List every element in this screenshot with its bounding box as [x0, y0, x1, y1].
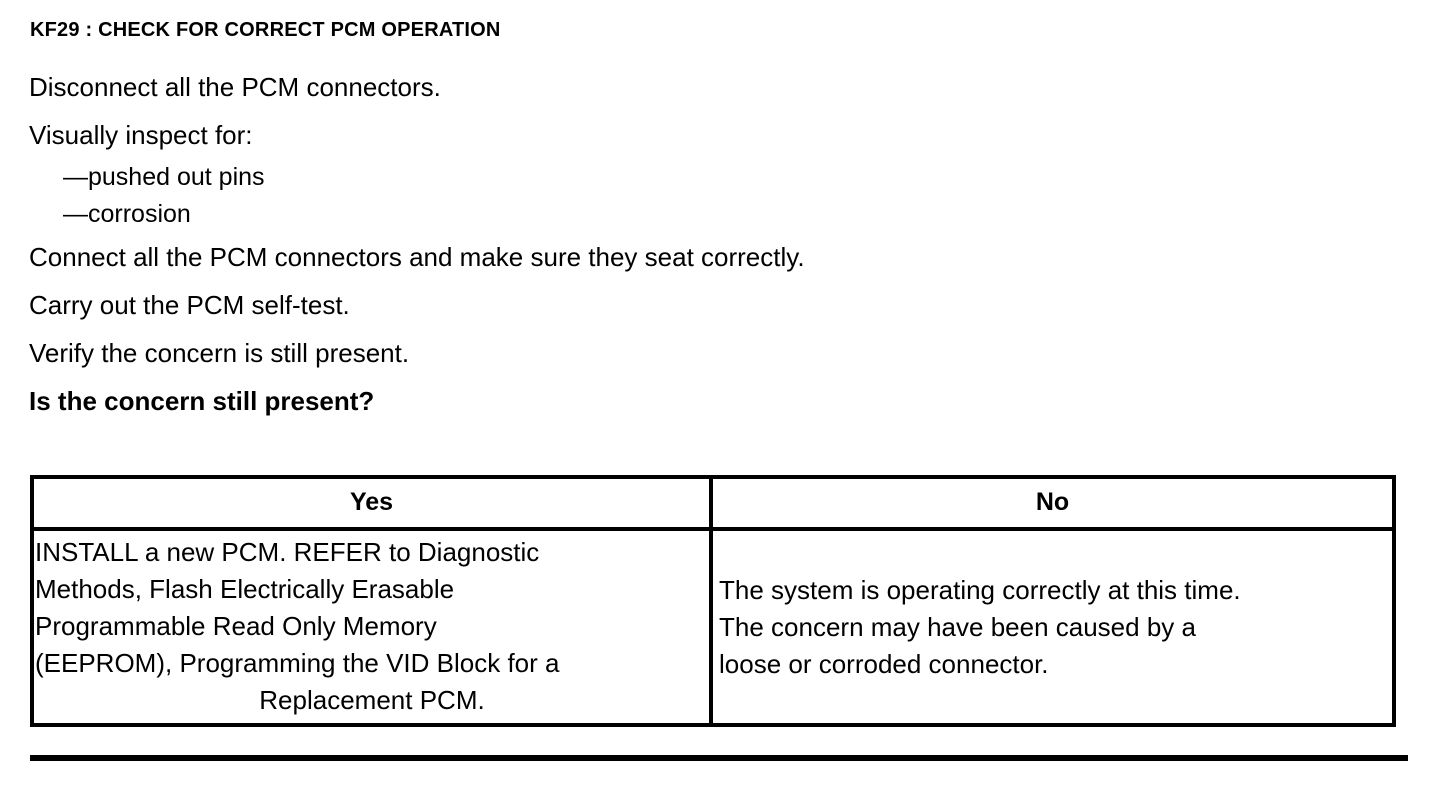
yes-action-line-4: (EEPROM), Programming the VID Block for …: [35, 648, 560, 678]
yes-action-line-3: Programmable Read Only Memory: [35, 611, 437, 641]
table-header-no: No: [1035, 488, 1070, 516]
page-title: KF29 : CHECK FOR CORRECT PCM OPERATION: [30, 19, 501, 41]
yes-action-line-2: Methods, Flash Electrically Erasable: [35, 574, 455, 604]
procedure-bullet-corrosion: —corrosion: [63, 200, 191, 228]
yes-action-line-5: Replacement PCM.: [259, 685, 485, 715]
table-cell-no-action: The system is operating correctly at thi…: [713, 531, 1392, 723]
table-header-yes: Yes: [34, 479, 713, 527]
procedure-steps: Disconnect all the PCM connectors. Visua…: [29, 63, 1419, 425]
procedure-question: Is the concern still present?: [29, 386, 375, 416]
no-action-line-3: loose or corroded connector.: [719, 648, 1049, 679]
procedure-step-5: Verify the concern is still present.: [29, 338, 410, 368]
procedure-step-4: Carry out the PCM self-test.: [29, 290, 350, 320]
yes-action-line-1: INSTALL a new PCM. REFER to Diagnostic: [35, 537, 540, 567]
table-cell-yes-action: INSTALL a new PCM. REFER to Diagnostic M…: [34, 531, 713, 723]
no-action-line-2: The concern may have been caused by a: [719, 611, 1196, 642]
decision-table: Yes No INSTALL a new PCM. REFER to Diagn…: [30, 475, 1396, 727]
table-row: INSTALL a new PCM. REFER to Diagnostic M…: [34, 531, 1392, 723]
no-action-line-1: The system is operating correctly at thi…: [719, 574, 1241, 605]
procedure-step-2: Visually inspect for:: [29, 120, 253, 150]
section-divider-rule: [30, 755, 1408, 761]
procedure-step-1: Disconnect all the PCM connectors.: [29, 72, 441, 102]
procedure-bullet-pushed-out-pins: —pushed out pins: [63, 163, 265, 191]
table-header-row: Yes No: [34, 479, 1392, 531]
procedure-step-3: Connect all the PCM connectors and make …: [29, 242, 805, 272]
